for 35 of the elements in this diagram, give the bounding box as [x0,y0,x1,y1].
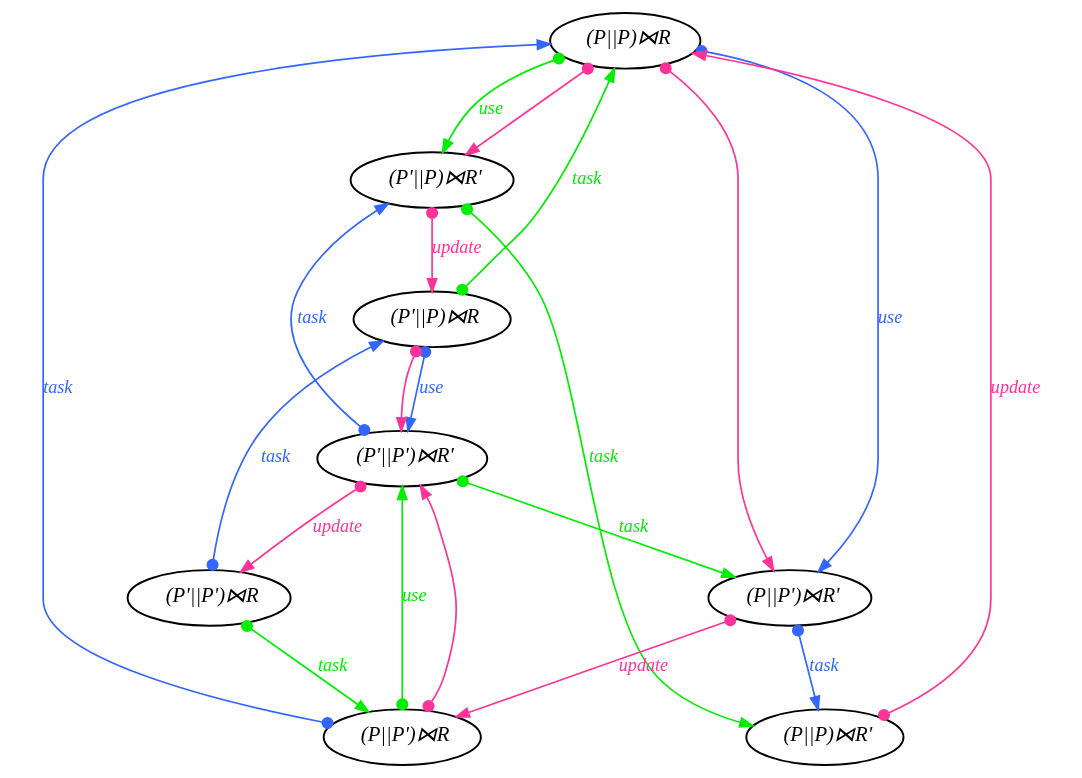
edge-label: update [432,237,482,258]
edge-label: update [312,515,363,536]
arrow [456,475,738,579]
edge-label: task [43,376,73,397]
arrow [395,345,422,434]
arrow [42,38,553,730]
edge-label: task [809,655,839,676]
edge-label: task [572,167,602,188]
arrow [659,62,775,573]
arrow [461,203,756,728]
node-ellipse: (P'||P)⋈R' [349,151,515,209]
node-ellipse: (P'||P)⋈R [352,290,512,349]
edge-label: use [402,585,427,606]
arrow [290,202,391,436]
node-ellipse: (P'||P')⋈R [126,569,292,627]
arrow [238,480,367,574]
arrow [441,52,565,155]
arrow [419,483,458,713]
edge-label: task [618,515,648,536]
edge-label: task [318,655,348,676]
arrow [791,624,821,713]
arrow [240,619,371,714]
arrow [453,614,737,718]
arrow [206,339,386,571]
arrow [456,66,616,296]
arrow [690,50,992,721]
edge-label: task [260,446,291,467]
edge-label: task [297,306,327,327]
arrow [396,483,409,711]
edge-label: use [478,97,503,118]
edge-label: use [419,376,444,397]
edge-label: use [878,306,903,327]
edge-label: task [588,446,619,467]
arrow [463,62,594,157]
arrow [426,206,439,295]
